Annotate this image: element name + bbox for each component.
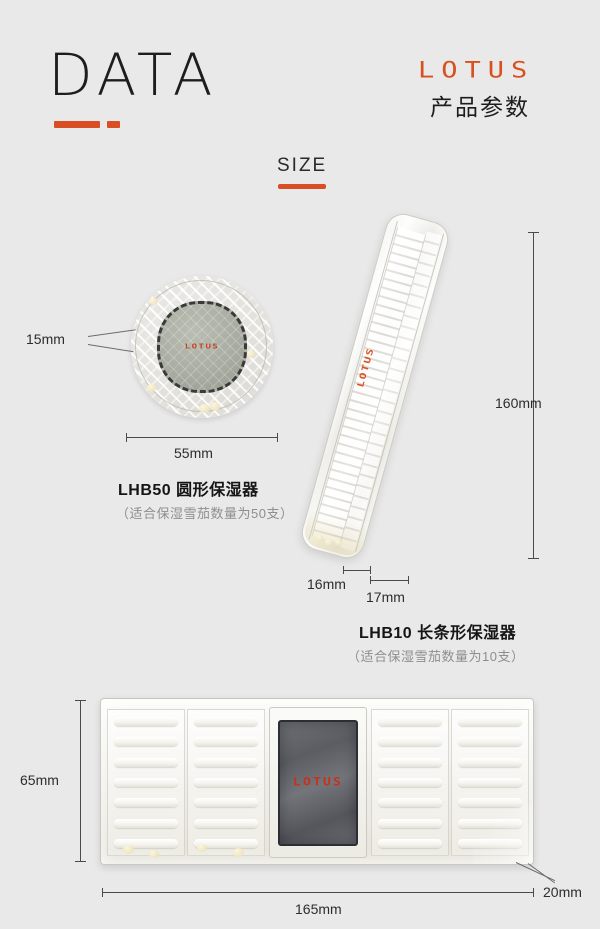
dimension-tick-bottom [75,861,86,862]
leader-line-15mm-lower [87,344,134,353]
section-heading: SIZE [277,155,328,176]
tray-center-module: LOTUS [269,707,367,858]
dimension-label-16mm: 16mm [307,576,346,592]
leader-line-20mm-lower [527,863,555,884]
title-underline-long [54,121,100,128]
brand-subtitle: 产品参数 [430,94,530,120]
dimension-label-17mm: 17mm [366,589,405,605]
bead [247,350,255,358]
dimension-tick-bottom [528,558,539,559]
dimension-tick-top [528,232,539,233]
dimension-tick-left [102,888,103,897]
dimension-tick-right [370,566,371,574]
tray-slot [114,777,178,787]
dimension-tick-top [75,700,86,701]
tray-slot [194,838,258,848]
dimension-tick-right [277,433,278,442]
title-underline-short [107,121,120,128]
dimension-line-17mm [370,580,409,581]
tray-slot [194,757,258,767]
bead [149,850,159,858]
product-subtitle-lhb10: （适合保湿雪茄数量为10支） [347,649,525,664]
bead [149,298,158,305]
product-logo-text: LOTUS [292,776,344,789]
dimension-label-15mm: 15mm [26,331,65,347]
leader-line-15mm-upper [87,329,136,337]
dimension-line-160mm [533,232,534,558]
product-subtitle-lhb50: （适合保湿雪茄数量为50支） [116,506,294,521]
tray-slot-panel [371,709,449,856]
section-heading-underline [278,184,326,189]
tray-slot [378,798,442,808]
tray-slot [458,757,522,767]
tray-slot [458,798,522,808]
bar-body [297,209,453,563]
bead [199,404,210,413]
dimension-label-20mm: 20mm [543,884,582,900]
tray-slot [194,777,258,787]
tray-slot-panel [107,709,185,856]
dimension-tick-left [370,576,371,584]
tray-dark-panel: LOTUS [278,719,358,846]
product-image-lhb10: LOTUS [297,209,453,563]
dimension-label-160mm: 160mm [495,395,542,411]
product-image-lhb50: LOTUS [131,276,273,418]
page-title: DATA [48,41,218,109]
tray-slot [194,818,258,828]
bead [210,402,220,411]
bead [197,844,207,852]
bead [123,845,134,854]
tray-slot [458,737,522,747]
tray-slot [378,717,442,726]
dimension-label-55mm: 55mm [174,445,213,461]
tray-slot [114,757,178,767]
tray-slot [114,737,178,747]
tray-slot [378,737,442,747]
tray-slot [114,717,178,726]
tray-slot [194,717,258,726]
tray-slot [378,818,442,828]
bead [233,848,244,857]
product-image-tray: LOTUS [100,698,534,865]
bead [147,384,156,392]
dimension-tick-left [126,433,127,442]
tray-slot [378,838,442,848]
tray-slot [378,757,442,767]
dimension-tick-right [408,576,409,584]
tray-slot [194,798,258,808]
dimension-line-16mm [343,570,371,571]
tray-slot [194,737,258,747]
tray-slot [114,818,178,828]
tray-corner-highlight [473,804,533,864]
tray-slot [458,717,522,726]
circle-inner-disc: LOTUS [157,301,247,393]
dimension-label-165mm: 165mm [295,901,342,917]
product-title-lhb50: LHB50 圆形保湿器 [118,482,259,499]
tray-body: LOTUS [100,698,534,865]
dimension-tick-right [533,888,534,897]
dimension-label-65mm: 65mm [20,772,59,788]
tray-slot [114,798,178,808]
brand-logo: LOTUS [418,58,535,84]
dimension-line-55mm [126,437,278,438]
dimension-line-165mm [102,892,534,893]
dimension-tick-left [343,566,344,574]
tray-slot [458,777,522,787]
tray-slot [378,777,442,787]
tray-slot-panel [187,709,265,856]
product-title-lhb10: LHB10 长条形保湿器 [359,625,517,642]
tray-slot [114,838,178,848]
dimension-line-65mm [80,700,81,862]
product-logo-text: LOTUS [184,343,220,351]
